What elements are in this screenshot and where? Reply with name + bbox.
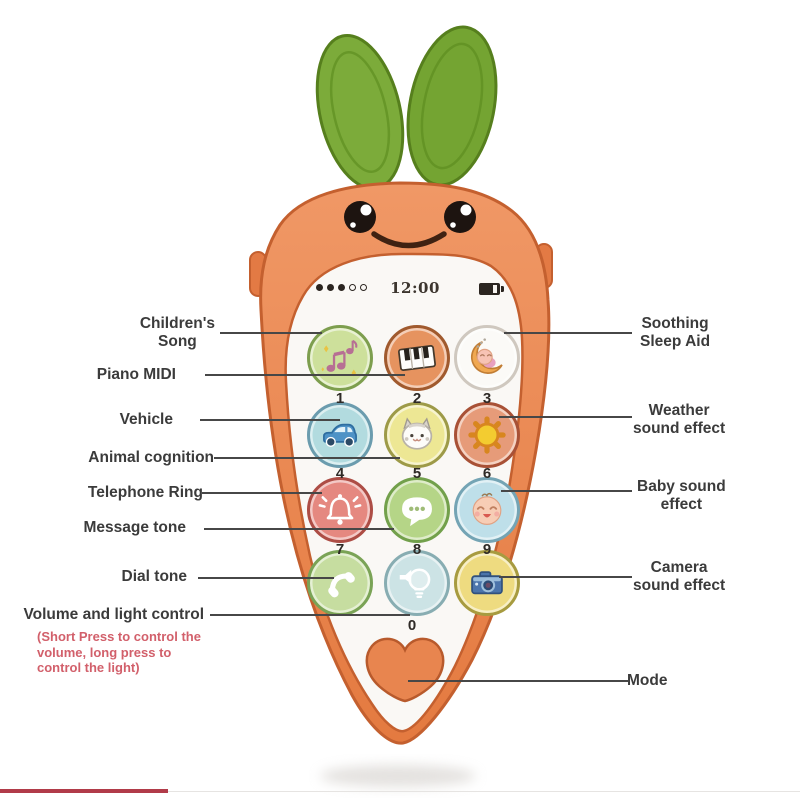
childrens-song-button bbox=[307, 325, 373, 391]
keypad-number: 2 bbox=[412, 390, 422, 407]
signal-dot-empty bbox=[360, 284, 367, 291]
callout-line-soothing-sleep bbox=[504, 332, 632, 334]
dial-tone-button bbox=[307, 550, 373, 616]
bottom-red-line bbox=[0, 789, 168, 793]
carrot-leaves bbox=[315, 25, 498, 191]
left-eye bbox=[344, 201, 376, 233]
message-tone-button bbox=[384, 477, 450, 543]
clock-display: 12:00 bbox=[390, 279, 440, 297]
right-leaf-vein bbox=[420, 42, 484, 170]
phone-handset-icon bbox=[328, 572, 355, 598]
carrot-face bbox=[344, 201, 476, 249]
right-eye-highlight bbox=[460, 204, 472, 216]
animal-cognition-button bbox=[384, 402, 450, 468]
piano-midi-button bbox=[384, 325, 450, 391]
bulb-speaker-icon bbox=[399, 568, 431, 598]
baby-sound-button bbox=[454, 477, 520, 543]
callout-line-piano-midi bbox=[205, 374, 405, 376]
callout-line-weather bbox=[499, 416, 632, 418]
soothing-sleep-button bbox=[454, 325, 520, 391]
keypad-number: 1 bbox=[335, 390, 345, 407]
left-eye-sparkle bbox=[350, 222, 356, 228]
baby-face-icon bbox=[472, 492, 502, 525]
bottom-hairline bbox=[0, 791, 800, 792]
keypad-number: 3 bbox=[482, 390, 492, 407]
signal-dot-filled bbox=[327, 284, 334, 291]
bell-icon bbox=[318, 494, 362, 525]
callout-line-baby-sound bbox=[501, 490, 632, 492]
left-leaf bbox=[315, 33, 405, 191]
weather-button bbox=[454, 402, 520, 468]
sun-icon bbox=[468, 416, 506, 454]
right-eye-sparkle bbox=[450, 222, 456, 228]
callout-line-message-tone bbox=[204, 528, 394, 530]
label-message-tone: Message tone bbox=[83, 519, 186, 536]
label-weather-sound-effect: Weather sound effect bbox=[633, 402, 726, 437]
label-vehicle: Vehicle bbox=[119, 411, 173, 428]
label-mode: Mode bbox=[627, 672, 668, 689]
keypad-number: 4 bbox=[335, 465, 345, 482]
callout-line-telephone-ring bbox=[202, 492, 322, 494]
callout-line-dial-tone bbox=[198, 577, 334, 579]
keypad-number: 0 bbox=[407, 617, 417, 634]
volume-light-note: (Short Press to control the volume, long… bbox=[37, 629, 201, 675]
telephone-ring-button bbox=[307, 477, 373, 543]
camera-icon bbox=[471, 571, 503, 595]
callout-line-animal-cognition bbox=[214, 457, 400, 459]
keypad-number: 5 bbox=[412, 465, 422, 482]
sleeping-baby-moon-icon bbox=[470, 338, 503, 374]
callout-line-mode bbox=[408, 680, 628, 682]
label-soothing-sleep-aid: Soothing Sleep Aid bbox=[640, 315, 711, 350]
signal-dot-empty bbox=[349, 284, 356, 291]
message-bubble-icon bbox=[402, 497, 432, 527]
label-piano-midi: Piano MIDI bbox=[96, 366, 176, 383]
callout-line-camera-sound bbox=[499, 576, 632, 578]
label-baby-sound-effect: Baby sound effect bbox=[637, 478, 726, 513]
battery-level-gap bbox=[493, 285, 497, 293]
label-animal-cognition: Animal cognition bbox=[88, 449, 214, 466]
label-dial-tone: Dial tone bbox=[121, 568, 187, 585]
callout-line-vehicle bbox=[200, 419, 340, 421]
signal-dot-filled bbox=[338, 284, 345, 291]
ground-shadow bbox=[320, 765, 476, 787]
smile-mouth bbox=[371, 231, 447, 249]
left-eye-highlight bbox=[360, 204, 372, 216]
label-camera-sound-effect: Camera sound effect bbox=[633, 559, 726, 594]
volume-light-button bbox=[384, 550, 450, 616]
heart-icon bbox=[365, 637, 445, 703]
right-eye bbox=[444, 201, 476, 233]
keypad-number: 9 bbox=[482, 541, 492, 558]
camera-sound-button bbox=[454, 550, 520, 616]
label-childrens-song: Children's Song bbox=[139, 315, 215, 350]
keypad-number: 8 bbox=[412, 541, 422, 558]
signal-dots bbox=[316, 284, 367, 291]
piano-icon bbox=[398, 345, 436, 371]
callout-line-childrens-song bbox=[220, 332, 322, 334]
battery-tip bbox=[501, 286, 504, 292]
keypad-number: 7 bbox=[335, 541, 345, 558]
right-leaf bbox=[406, 25, 498, 187]
label-volume-light-control: Volume and light control bbox=[23, 606, 204, 623]
label-telephone-ring: Telephone Ring bbox=[87, 484, 203, 501]
cat-icon bbox=[401, 417, 433, 450]
keypad-number: 6 bbox=[482, 465, 492, 482]
callout-line-volume-light bbox=[210, 614, 410, 616]
battery-icon bbox=[479, 283, 506, 295]
music-notes-icon bbox=[321, 339, 358, 377]
left-leaf-vein bbox=[329, 51, 391, 173]
signal-dot-filled bbox=[316, 284, 323, 291]
car-icon bbox=[323, 423, 357, 447]
